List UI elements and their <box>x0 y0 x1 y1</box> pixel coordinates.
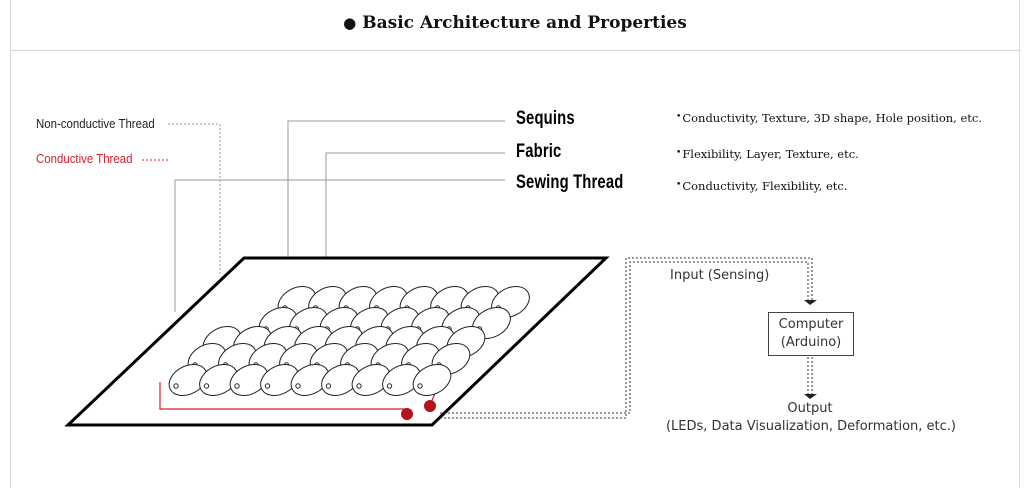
sequin <box>260 363 299 397</box>
sequin-hole <box>386 383 393 389</box>
leader-fabric <box>325 152 505 258</box>
arrowheads <box>804 300 817 399</box>
arrow-to-computer <box>804 300 817 305</box>
sequin <box>168 363 208 397</box>
sequin-hole <box>417 383 423 389</box>
output-examples: (LEDs, Data Visualization, Deformation, … <box>665 419 957 434</box>
leader-non-conductive <box>168 123 221 276</box>
sequin-hole <box>356 383 362 389</box>
sequin <box>199 363 238 397</box>
leader-sequins <box>287 120 505 258</box>
sequin <box>290 363 330 397</box>
conductive-thread-label: Conductive Thread <box>36 151 133 166</box>
sewing-thread-properties: •Conductivity, Flexibility, etc. <box>676 179 848 193</box>
sequin <box>412 363 452 397</box>
sequin <box>321 363 360 397</box>
sewing-thread-properties-text: Conductivity, Flexibility, etc. <box>682 179 848 193</box>
title-bullet: ● <box>343 14 357 32</box>
input-line-outer <box>440 257 813 419</box>
sequin <box>229 363 269 397</box>
non-conductive-thread-label: Non-conductive Thread <box>36 116 155 131</box>
leader-lines <box>142 120 505 312</box>
fabric-label: Fabric <box>516 141 562 162</box>
sequin-hole <box>325 383 332 389</box>
signal-lines <box>440 257 813 419</box>
sequin-hole <box>234 383 240 389</box>
sewing-thread-label: Sewing Thread <box>516 172 624 193</box>
page-title: ● Basic Architecture and Properties <box>11 13 1019 33</box>
sequin-hole <box>173 383 179 389</box>
computer-box: Computer (Arduino) <box>768 312 854 356</box>
sequin-grid <box>168 285 530 397</box>
sequins-properties: •Conductivity, Texture, 3D shape, Hole p… <box>676 111 982 125</box>
title-text: Basic Architecture and Properties <box>362 13 687 33</box>
sequin-hole <box>203 383 210 389</box>
sequin-hole <box>264 383 271 389</box>
sequins-label: Sequins <box>516 108 575 129</box>
title-bar: ● Basic Architecture and Properties <box>11 0 1019 51</box>
leader-sewing-thread <box>174 179 505 312</box>
sequin <box>351 363 391 397</box>
sequins-properties-text: Conductivity, Texture, 3D shape, Hole po… <box>682 111 982 125</box>
input-line-inner <box>440 261 809 414</box>
sequin-hole <box>295 383 301 389</box>
conductive-node-2 <box>424 400 436 412</box>
computer-label: Computer <box>778 317 844 332</box>
conductive-node-1 <box>401 408 413 420</box>
arrow-to-output <box>804 394 817 399</box>
diagram-frame <box>10 0 1020 488</box>
output-label: Output <box>787 401 833 416</box>
fabric-properties: •Flexibility, Layer, Texture, etc. <box>676 147 859 161</box>
sequin <box>382 363 421 397</box>
input-label: Input (Sensing) <box>670 268 770 283</box>
arduino-label: (Arduino) <box>780 335 842 350</box>
fabric-properties-text: Flexibility, Layer, Texture, etc. <box>682 147 859 161</box>
